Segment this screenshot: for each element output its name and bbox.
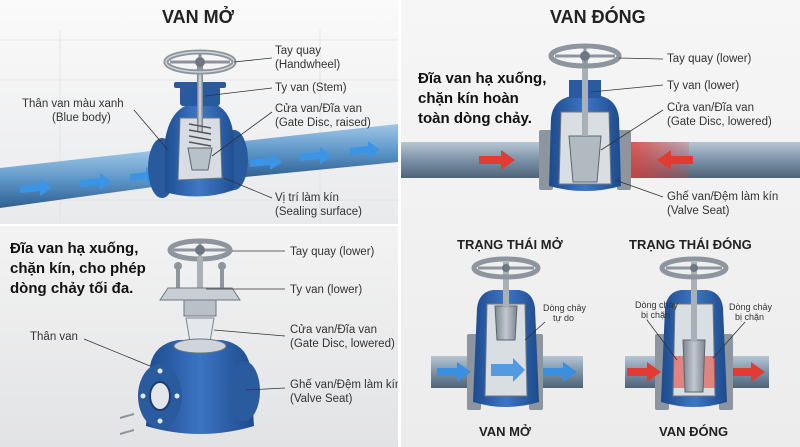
exploded-caption-line3: dòng chảy tối đa. <box>10 280 134 297</box>
closed-caption-line3: toàn dòng chảy. <box>418 110 532 127</box>
horizontal-divider <box>0 224 398 226</box>
exploded-handwheel-label: Tay quay (lower) <box>290 246 375 258</box>
vertical-divider <box>398 0 401 447</box>
handwheel-label-vi: Tay quay <box>275 45 322 57</box>
blocked-flow-right-2: bị chặn <box>735 312 765 322</box>
exploded-disc-label-en: (Gate Disc, lowered) <box>290 338 395 350</box>
closed-caption-line1: Đĩa van hạ xuống, <box>418 70 547 87</box>
closed-valve-title: VAN ĐÓNG <box>550 7 646 27</box>
open-valve-panel: VAN MỞ Tay quay (Handwheel) Ty van (Stem… <box>0 0 398 224</box>
exploded-valve-panel: Đĩa van hạ xuống, chặn kín, cho phép dòn… <box>0 226 398 447</box>
closed-caption-bottom: VAN ĐÓNG <box>659 424 729 439</box>
exploded-caption-line1: Đĩa van hạ xuống, <box>10 240 139 257</box>
closed-valve-panel: VAN ĐÓNG Đĩa van hạ xuống, chặn kín hoàn… <box>401 0 800 447</box>
exploded-seat-label-en: (Valve Seat) <box>290 393 353 405</box>
body-label-vi: Thân van màu xanh <box>22 98 124 110</box>
exploded-valve-illustration <box>83 238 286 435</box>
handwheel-label-en: (Handwheel) <box>275 59 341 71</box>
exploded-disc-label-vi: Cửa van/Đĩa van <box>290 324 377 336</box>
exploded-stem-label: Ty van (lower) <box>290 284 363 296</box>
blocked-flow-left-1: Dòng chảy <box>635 300 679 310</box>
closed-caption-line2: chặn kín hoàn <box>418 90 519 107</box>
closed-valve-illustration <box>401 43 800 410</box>
body-label-en: (Blue body) <box>52 112 111 124</box>
blocked-flow-left-2: bị chặn <box>641 310 671 320</box>
exploded-caption-line2: chặn kín, cho phép <box>10 260 146 277</box>
open-valve-illustration <box>0 30 398 224</box>
open-state-title: TRẠNG THÁI MỞ <box>457 237 563 252</box>
disc-label-vi: Cửa van/Đĩa van <box>275 103 362 115</box>
free-flow-label-1: Dòng chảy <box>543 303 587 313</box>
closed-stem-label: Ty van (lower) <box>667 80 740 92</box>
seal-label-en: (Sealing surface) <box>275 206 362 218</box>
seal-label-vi: Vị trí làm kín <box>275 192 339 204</box>
disc-label-en: (Gate Disc, raised) <box>275 117 371 129</box>
closed-seat-label-vi: Ghế van/Đệm làm kín <box>667 191 779 203</box>
comparison-closed-valve <box>625 256 769 410</box>
blocked-flow-right-1: Dòng chảy <box>729 302 773 312</box>
comparison-open-valve <box>431 256 583 410</box>
exploded-body-label: Thân van <box>30 331 78 343</box>
free-flow-label-2: tự do <box>553 313 575 323</box>
closed-state-title: TRẠNG THÁI ĐÓNG <box>629 237 752 252</box>
exploded-seat-label-vi: Ghế van/Đệm làm kín <box>290 379 398 391</box>
closed-disc-label-en: (Gate Disc, lowered) <box>667 116 772 128</box>
closed-handwheel-label: Tay quay (lower) <box>667 53 752 65</box>
closed-disc-label-vi: Cửa van/Đĩa van <box>667 102 754 114</box>
closed-seat-label-en: (Valve Seat) <box>667 205 730 217</box>
open-valve-title: VAN MỞ <box>162 7 235 27</box>
blocked-flow-arrows <box>479 150 693 170</box>
open-caption-bottom: VAN MỞ <box>479 424 532 439</box>
stem-label: Ty van (Stem) <box>275 82 347 94</box>
